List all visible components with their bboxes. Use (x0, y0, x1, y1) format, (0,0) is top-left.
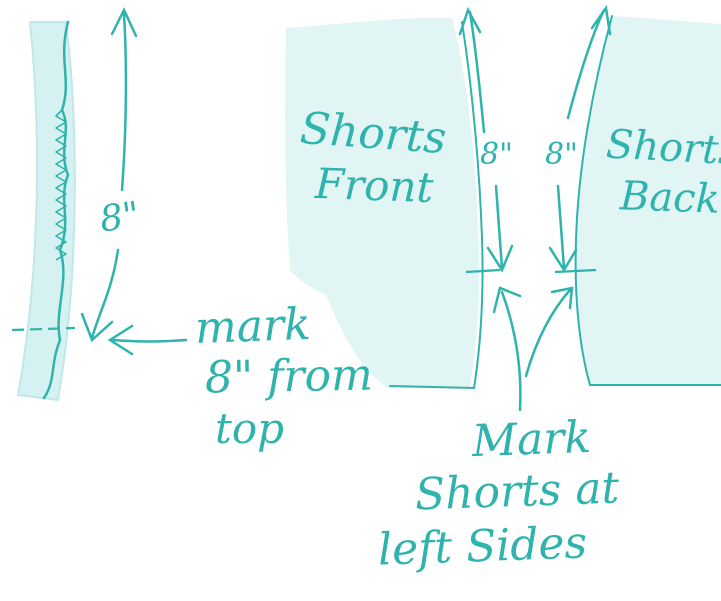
waistband-mark-tick (11, 326, 76, 332)
shorts-back-label-line1: Shorts (604, 121, 721, 175)
front-measure-label: 8" (480, 137, 513, 172)
shorts-back-outline (574, 15, 721, 386)
arrow-left-icon (107, 324, 134, 356)
mark-pointer-arrow (107, 324, 188, 356)
bottom-pointer-arrows (492, 286, 574, 412)
shorts-front-label-line1: Shorts (298, 102, 448, 165)
shorts-back-mark-tick (554, 268, 597, 274)
shorts-front-panel (285, 17, 480, 388)
arrow-down-icon (486, 244, 514, 273)
sides-instruction-line2: Shorts at (414, 462, 620, 521)
mark-instruction-line2: 8" from (204, 349, 374, 404)
strip-measure-arrow (80, 7, 138, 343)
front-measure-arrow (458, 6, 514, 273)
back-measure-arrow (548, 4, 612, 273)
mark-instruction-line1: mark (194, 298, 312, 355)
waistband-stitching (42, 20, 70, 400)
arrow-up-right-icon (550, 286, 574, 310)
mark-instruction-line3: top (215, 404, 285, 453)
back-measure-label: 8" (545, 137, 578, 172)
shorts-front-outline (389, 21, 484, 390)
sides-instruction-line3: left Sides (377, 517, 588, 576)
shorts-back-panel (575, 16, 721, 385)
arrow-down-icon (548, 246, 578, 273)
waistband-zigzag (55, 109, 67, 261)
strip-measure-label: 8" (97, 194, 143, 241)
arrow-up-icon (110, 7, 138, 38)
arrow-up-left-icon (492, 286, 522, 314)
sides-instruction-line1: Mark (471, 411, 592, 468)
shorts-back-label-line2: Back (619, 173, 721, 223)
arrow-up-icon (590, 4, 612, 36)
arrow-up-icon (458, 6, 482, 36)
shorts-front-mark-tick (465, 268, 501, 274)
arrow-down-icon (80, 312, 114, 343)
shorts-front-label-line2: Front (314, 158, 435, 213)
